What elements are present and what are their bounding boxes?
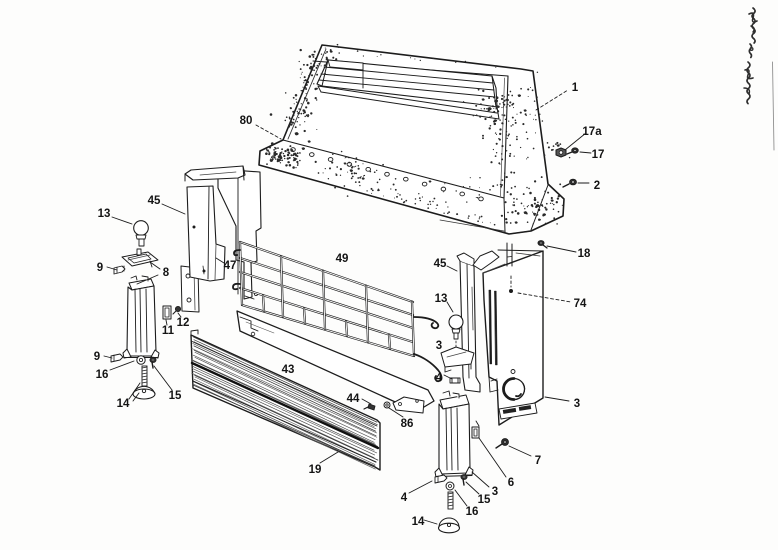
svg-text:43: 43: [282, 364, 295, 376]
svg-text:80: 80: [240, 115, 253, 127]
svg-text:9: 9: [94, 351, 100, 363]
svg-text:11: 11: [162, 325, 175, 337]
svg-text:86: 86: [401, 418, 414, 430]
svg-text:4: 4: [401, 492, 408, 504]
svg-text:16: 16: [96, 369, 109, 381]
svg-text:45: 45: [148, 195, 161, 207]
svg-text:3: 3: [492, 486, 498, 498]
svg-text:12: 12: [177, 317, 190, 329]
svg-text:17: 17: [592, 149, 605, 161]
svg-text:3: 3: [574, 398, 580, 410]
svg-text:6: 6: [508, 477, 514, 489]
svg-text:47: 47: [224, 260, 237, 272]
svg-text:74: 74: [574, 298, 587, 310]
svg-text:19: 19: [309, 464, 322, 476]
svg-text:4: 4: [436, 372, 443, 384]
svg-text:17a: 17a: [582, 126, 602, 138]
svg-text:15: 15: [478, 494, 491, 506]
svg-text:1: 1: [572, 82, 579, 94]
svg-text:49: 49: [336, 253, 349, 265]
svg-text:14: 14: [117, 398, 130, 410]
svg-text:44: 44: [347, 393, 360, 405]
svg-text:16: 16: [466, 506, 479, 518]
svg-text:14: 14: [412, 516, 425, 528]
svg-text:9: 9: [97, 262, 103, 274]
svg-text:13: 13: [98, 208, 111, 220]
svg-text:18: 18: [578, 248, 591, 260]
svg-text:2: 2: [594, 180, 600, 192]
svg-text:7: 7: [535, 455, 541, 467]
svg-text:45: 45: [434, 258, 447, 270]
svg-text:15: 15: [169, 390, 182, 402]
svg-text:13: 13: [435, 293, 448, 305]
svg-text:3: 3: [436, 340, 442, 352]
svg-text:8: 8: [163, 267, 170, 279]
